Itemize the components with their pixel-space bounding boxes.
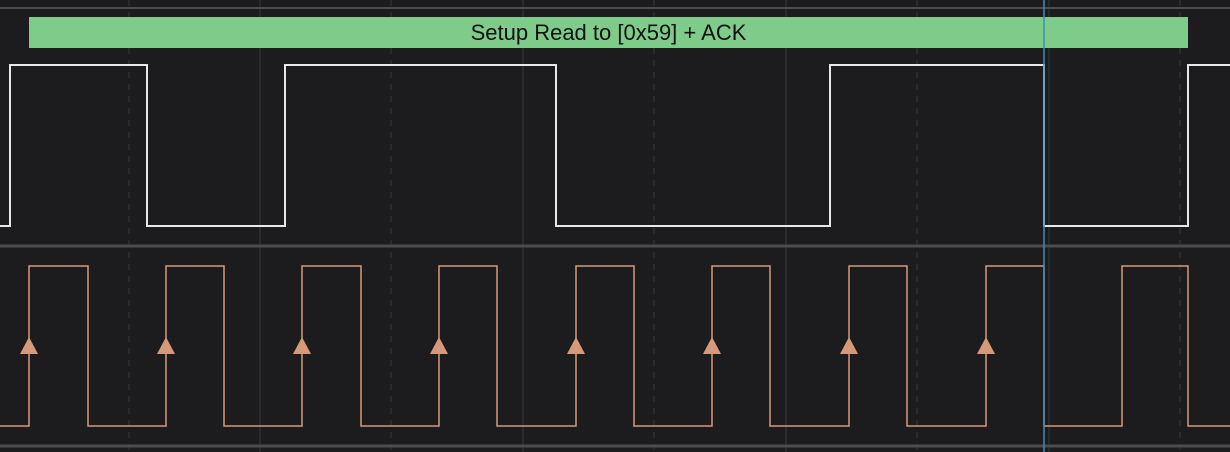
protocol-annotation-bar[interactable] [29, 17, 1188, 48]
rising-edge-icon [567, 337, 585, 354]
protocol-annotation-label: Setup Read to [0x59] + ACK [470, 19, 747, 45]
rising-edge-icon [20, 337, 38, 354]
rising-edge-icon [977, 337, 995, 354]
rising-edge-icon [703, 337, 721, 354]
sda-waveform [0, 64, 1230, 227]
clock-edge-markers [20, 337, 995, 354]
rising-edge-icon [840, 337, 858, 354]
rising-edge-icon [157, 337, 175, 354]
scl-waveform [0, 265, 1230, 427]
rising-edge-icon [293, 337, 311, 354]
protocol-annotation-label-box: Setup Read to [0x59] + ACK [29, 17, 1188, 48]
rising-edge-icon [430, 337, 448, 354]
